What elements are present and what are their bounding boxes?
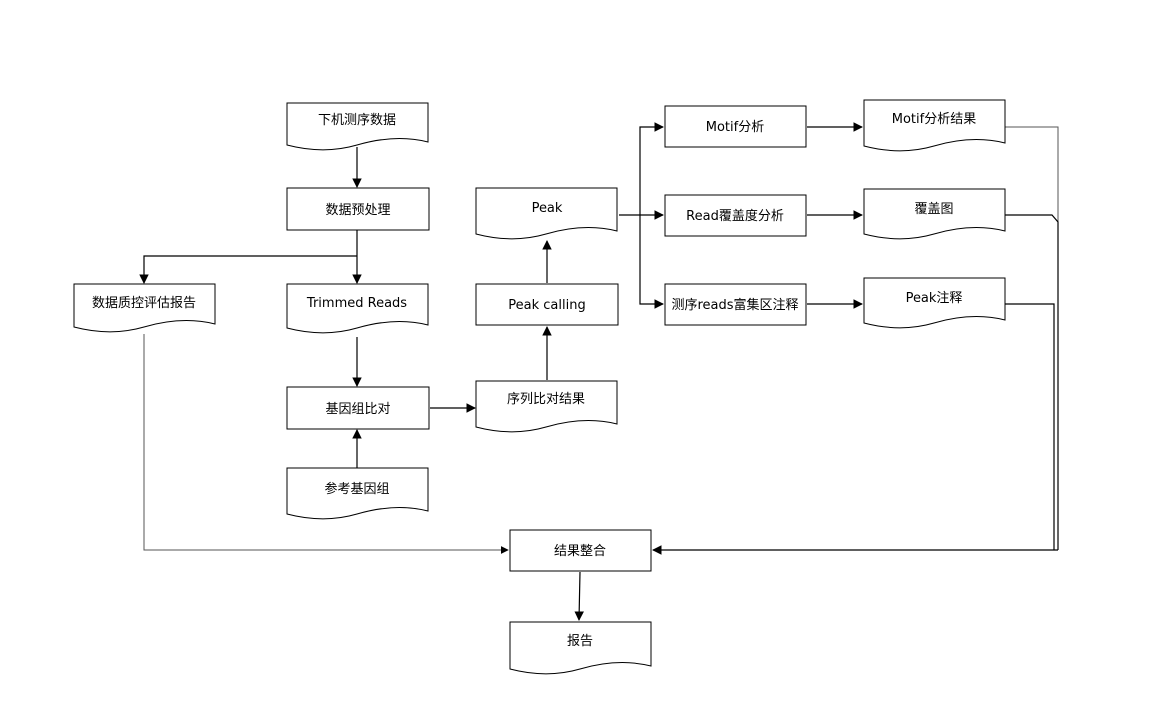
node-qc-report-label: 数据质控评估报告 bbox=[92, 296, 196, 311]
node-peak-label: Peak bbox=[532, 201, 563, 216]
node-coverage: Read覆盖度分析 bbox=[664, 194, 807, 237]
edge-peak-to-annotation bbox=[639, 215, 664, 309]
node-integrate-label: 结果整合 bbox=[554, 544, 606, 559]
edges bbox=[139, 122, 1059, 621]
node-raw-data-label: 下机测序数据 bbox=[318, 113, 396, 128]
node-peak-calling: Peak calling bbox=[475, 283, 619, 326]
node-trimmed-reads: Trimmed Reads bbox=[286, 283, 429, 334]
node-report-label: 报告 bbox=[567, 634, 593, 649]
node-alignment-result-label: 序列比对结果 bbox=[507, 392, 585, 407]
node-raw-data: 下机测序数据 bbox=[286, 102, 429, 151]
node-alignment-label: 基因组比对 bbox=[325, 402, 390, 417]
node-peak: Peak bbox=[475, 187, 618, 240]
edge-peak-to-motif bbox=[639, 122, 664, 215]
node-annotation: 测序reads富集区注释 bbox=[664, 283, 807, 326]
edge-integrate-to-report bbox=[574, 571, 584, 621]
edge-peak-annotation-to-collector bbox=[1005, 303, 1055, 550]
node-coverage-plot-label: 覆盖图 bbox=[914, 202, 953, 217]
node-peak-annotation: Peak注释 bbox=[863, 277, 1006, 329]
node-peak-annotation-label: Peak注释 bbox=[906, 291, 963, 306]
node-integrate: 结果整合 bbox=[509, 529, 652, 572]
edge-preprocess-to-qc bbox=[139, 255, 357, 284]
node-qc-report: 数据质控评估报告 bbox=[73, 283, 216, 333]
node-motif-result: Motif分析结果 bbox=[863, 99, 1006, 152]
node-reference: 参考基因组 bbox=[286, 467, 429, 520]
node-preprocess-label: 数据预处理 bbox=[325, 203, 390, 218]
node-alignment: 基因组比对 bbox=[286, 386, 430, 430]
edge-qc-to-integrate bbox=[143, 334, 509, 554]
node-motif: Motif分析 bbox=[664, 105, 807, 148]
node-peak-calling-label: Peak calling bbox=[508, 298, 585, 313]
edge-coverage-plot-to-collector bbox=[1005, 214, 1059, 550]
edge-motif-result-to-collector bbox=[1005, 126, 1059, 550]
node-coverage-plot: 覆盖图 bbox=[863, 188, 1006, 240]
node-report: 报告 bbox=[509, 621, 652, 675]
node-alignment-result: 序列比对结果 bbox=[475, 380, 618, 433]
node-coverage-label: Read覆盖度分析 bbox=[686, 208, 784, 224]
node-motif-result-label: Motif分析结果 bbox=[892, 112, 976, 127]
node-reference-label: 参考基因组 bbox=[324, 481, 389, 497]
node-annotation-label: 测序reads富集区注释 bbox=[671, 297, 798, 313]
node-trimmed-reads-label: Trimmed Reads bbox=[306, 296, 407, 311]
node-motif-label: Motif分析 bbox=[706, 120, 764, 135]
node-preprocess: 数据预处理 bbox=[286, 187, 430, 231]
